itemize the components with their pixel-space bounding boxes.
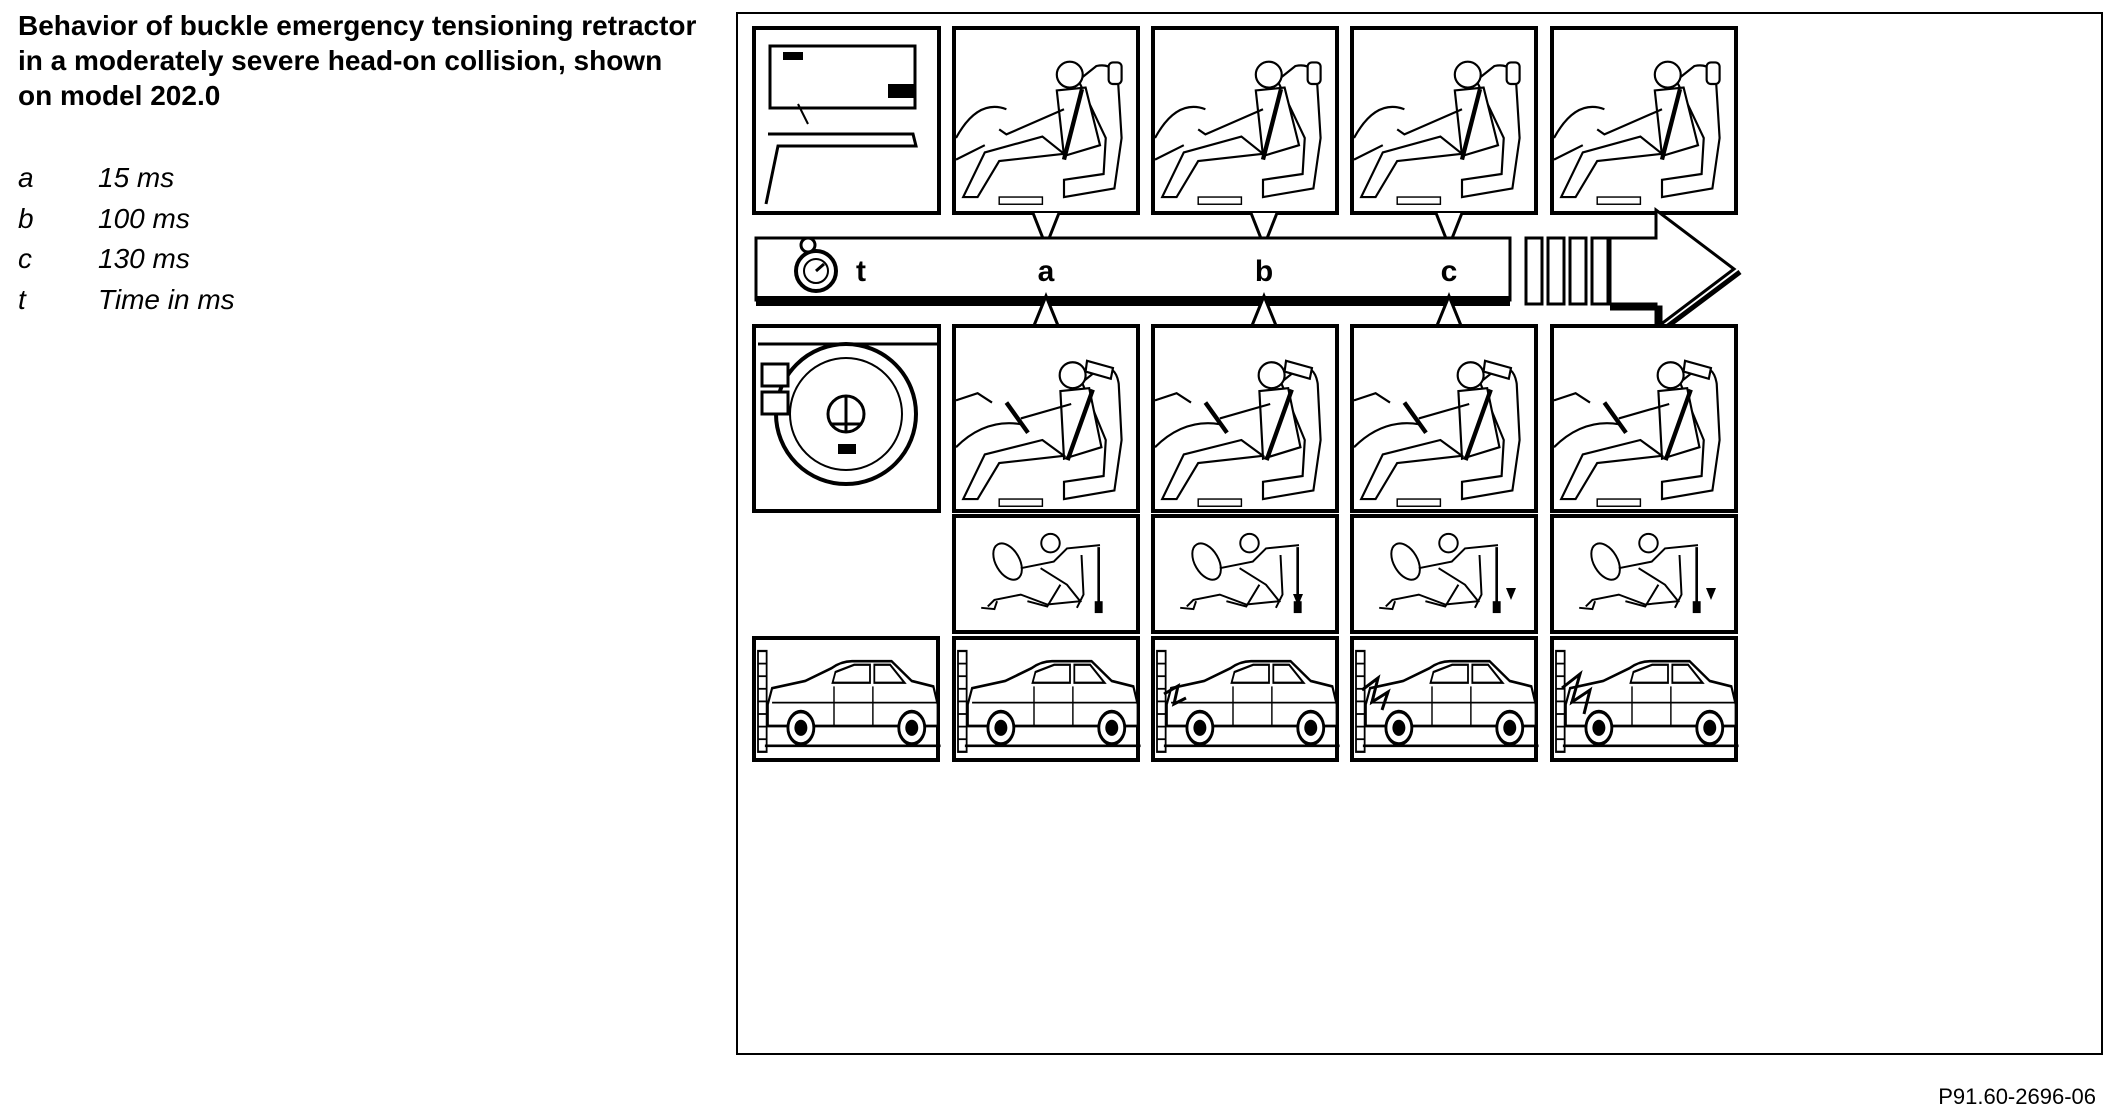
- panel-buckle-4: [1550, 514, 1738, 634]
- legend-key: t: [18, 283, 26, 315]
- panel-car-3: [1151, 636, 1342, 762]
- panel-steering-wheel: [752, 324, 941, 513]
- panel-driver-3: [1350, 324, 1538, 513]
- panel-passenger-2: [1151, 26, 1339, 215]
- timeline-marker-c: c: [1441, 255, 1458, 288]
- timeline-marker-b: b: [1255, 255, 1273, 288]
- panel-dashboard-top: [752, 26, 941, 215]
- legend-value: 130 ms: [98, 243, 190, 274]
- crash-sequence-drawing: t a b c: [752, 26, 1742, 762]
- callout-pointers-bottom: [1031, 292, 1464, 329]
- reference-code: P91.60-2696-06: [1938, 1084, 2096, 1109]
- panel-driver-2: [1151, 324, 1339, 513]
- panel-driver-1: [952, 324, 1140, 513]
- panel-car-4: [1350, 636, 1541, 762]
- figure-title: Behavior of buckle emergency tensioning …: [18, 10, 697, 111]
- legend-value: 100 ms: [98, 202, 190, 234]
- legend-key: b: [18, 202, 34, 234]
- timeline-axis-label: t: [856, 255, 866, 288]
- panel-car-1: [752, 636, 943, 762]
- panel-buckle-3: [1350, 514, 1538, 634]
- panel-passenger-3: [1350, 26, 1538, 215]
- stopwatch-icon: [794, 236, 838, 293]
- legend-value: Time in ms: [98, 283, 235, 315]
- legend-row-t: t Time in ms: [18, 280, 618, 321]
- crash-sequence-figure: t a b c: [736, 12, 2103, 1055]
- timeline-marker-a: a: [1038, 255, 1055, 288]
- panel-passenger-4: [1550, 26, 1738, 215]
- panel-buckle-2: [1151, 514, 1339, 634]
- panel-car-2: [952, 636, 1143, 762]
- timeline-arrow: [754, 206, 1742, 337]
- legend-row-b: b 100 ms: [18, 199, 618, 240]
- legend: a 15 ms b 100 ms c 130 ms t Time in ms: [18, 158, 618, 320]
- legend-value: 15 ms: [98, 162, 175, 193]
- legend-key: c: [18, 243, 32, 274]
- panel-car-5: [1550, 636, 1741, 762]
- legend-key: a: [18, 162, 34, 193]
- legend-row-c: c 130 ms: [18, 239, 618, 280]
- panel-driver-4: [1550, 324, 1738, 513]
- panel-buckle-1: [952, 514, 1140, 634]
- panel-passenger-1: [952, 26, 1140, 215]
- legend-row-a: a 15 ms: [18, 158, 618, 199]
